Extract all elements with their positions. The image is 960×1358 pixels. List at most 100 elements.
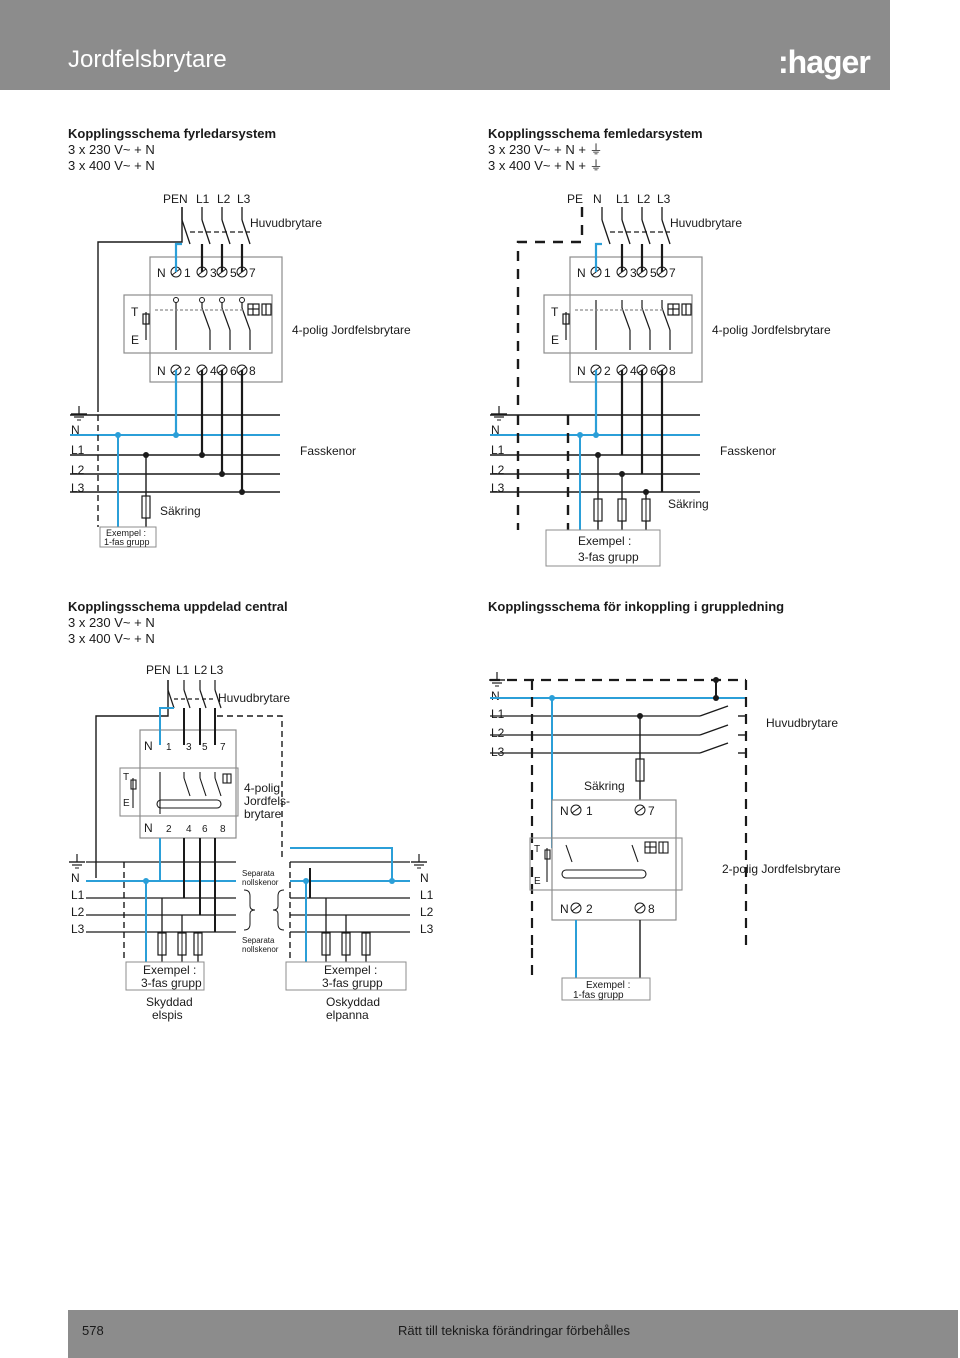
footer-note: Rätt till tekniska förändringar förbehål… [398,1323,630,1338]
label-l1: L1 [616,192,630,206]
label-fasskenor: Fasskenor [300,444,356,458]
busbar-l1-label: L1 [491,443,505,457]
terminal-1: 1 [586,804,593,818]
busbar-l1-label-right: L1 [420,888,434,902]
section-fyrledarsystem-heading: Kopplingsschema fyrledarsystem 3 x 230 V… [68,126,276,174]
busbar-l2-label: L2 [491,726,505,740]
group-label-3fas: 3-fas grupp [141,976,202,990]
terminal-n-top: N [560,804,569,818]
separata-label-bottom: Separata [242,936,275,945]
label-pen: PEN [163,192,188,206]
section-voltage-2: 3 x 400 V~ + N [68,631,155,646]
section-voltage-1: 3 x 230 V~ + N [68,615,155,630]
group-label-1fas: 1-fas grupp [104,537,150,547]
jfb4-line-3: brytare [244,807,282,821]
label-l3: L3 [210,663,224,677]
section-title: Kopplingsschema femledarsystem [488,126,703,141]
group-label-3fas: 3-fas grupp [322,976,383,990]
label-huvudbrytare: Huvudbrytare [670,216,742,230]
busbar-n-label: N [491,689,500,703]
nollskenor-label-bottom: nollskenor [242,945,279,954]
diagram-fyrledarsystem: PEN L1 L2 L3 Huvudbrytare N 1 3 5 7 N 2 … [70,192,411,548]
terminal-8: 8 [249,364,256,378]
terminal-1: 1 [166,742,172,753]
group-label-3fas: 3-fas grupp [578,550,639,564]
test-e-label: E [551,333,559,347]
elspis-label: elspis [152,1008,183,1022]
busbar-l2-label-right: L2 [420,905,434,919]
nollskenor-label-top: nollskenor [242,878,279,887]
separata-label-top: Separata [242,869,275,878]
terminal-n-top: N [577,266,586,280]
label-l1: L1 [196,192,210,206]
label-2-polig-jordfelsbrytare: 2-polig Jordfelsbrytare [722,862,841,876]
test-e-label: E [131,333,139,347]
terminal-1: 1 [184,266,191,280]
busbar-n-label: N [491,423,500,437]
terminal-2: 2 [586,902,593,916]
page-header [0,0,890,90]
busbar-n-label-right: N [420,871,429,885]
test-t-label: T [131,305,139,319]
busbar-l1-label: L1 [491,707,505,721]
label-huvudbrytare: Huvudbrytare [250,216,322,230]
terminal-7: 7 [669,266,676,280]
section-uppdelad-heading: Kopplingsschema uppdelad central 3 x 230… [68,599,288,647]
section-voltage-1: 3 x 230 V~ + N [68,142,155,157]
terminal-7: 7 [220,742,226,753]
label-l3: L3 [657,192,671,206]
section-title: Kopplingsschema uppdelad central [68,599,288,614]
skyddad-label: Skyddad [146,995,193,1009]
terminal-6: 6 [650,364,657,378]
terminal-1: 1 [604,266,611,280]
section-voltage-2: 3 x 400 V~ + N [68,158,155,173]
label-4-polig-jordfelsbrytare: 4-polig Jordfelsbrytare [712,323,831,337]
busbar-l3-label: L3 [71,481,85,495]
terminal-3: 3 [630,266,637,280]
terminal-6: 6 [202,824,208,835]
terminal-8: 8 [648,902,655,916]
terminal-2: 2 [166,824,172,835]
group-label-1fas: 1-fas grupp [573,990,624,1001]
busbar-l2-label: L2 [71,463,85,477]
page-title: Jordfelsbrytare [68,46,227,73]
exempel-label: Exempel : [143,963,196,977]
terminal-n-bottom: N [157,364,166,378]
hager-logo: :hager [778,44,871,80]
label-sakring: Säkring [668,497,709,511]
terminal-4: 4 [210,364,217,378]
terminal-2: 2 [184,364,191,378]
elpanna-label: elpanna [326,1008,369,1022]
label-l2: L2 [194,663,208,677]
terminal-3: 3 [210,266,217,280]
jfb4-line-1: 4-polig [244,781,280,795]
diagram-uppdelad-central: PEN L1 L2 L3 Huvudbrytare N 1 3 5 7 T E [68,663,434,1022]
page-footer [68,1310,958,1358]
terminal-n-bottom: N [144,821,153,835]
terminal-4: 4 [630,364,637,378]
busbar-n-label: N [71,871,80,885]
terminal-2: 2 [604,364,611,378]
terminal-8: 8 [669,364,676,378]
busbar-l2-label: L2 [491,463,505,477]
label-l2: L2 [217,192,231,206]
terminal-n-bottom: N [577,364,586,378]
exempel-label: Exempel : [586,980,630,991]
label-l3: L3 [237,192,251,206]
label-sakring: Säkring [160,504,201,518]
jfb4-line-2: Jordfels- [244,794,290,808]
section-gruppledning-heading: Kopplingsschema för inkoppling i grupple… [488,599,784,615]
terminal-5: 5 [202,742,208,753]
terminal-n-top: N [157,266,166,280]
label-sakring: Säkring [584,779,625,793]
busbar-l1-label: L1 [71,888,85,902]
terminal-4: 4 [186,824,192,835]
header-margin [890,0,960,90]
busbar-n-label: N [71,423,80,437]
section-title: Kopplingsschema för inkoppling i grupple… [488,599,785,614]
diagram-femledarsystem: PE N L1 L2 L3 Huvudbrytare N 1 3 5 7 N 2… [490,192,831,567]
terminal-6: 6 [230,364,237,378]
exempel-label: Exempel : [106,528,146,538]
oskyddad-label: Oskyddad [326,995,380,1009]
